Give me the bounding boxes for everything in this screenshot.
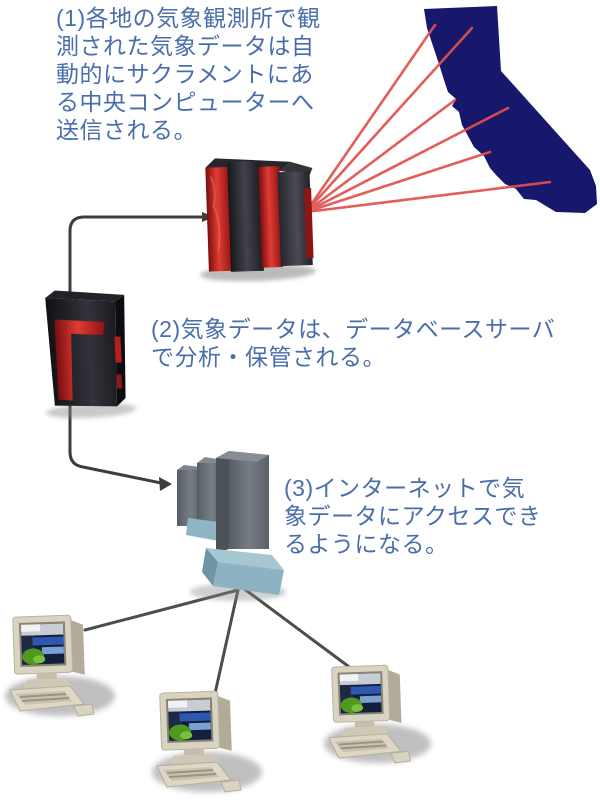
client-computer-3: [324, 665, 431, 763]
step3-line: (3)インターネットで気: [284, 475, 526, 501]
step1-line: 測された気象データは自: [56, 33, 315, 59]
client-computer-2: [152, 691, 262, 792]
step1-line: (1)各地の気象観測所で観: [56, 5, 321, 31]
database-server: [45, 290, 137, 419]
central-computer: [200, 158, 316, 282]
step3-annotation: (3)インターネットで気 象データにアクセスでき るようになる。: [284, 474, 541, 558]
step3-line: 象データにアクセスでき: [284, 503, 542, 529]
internet-access-lines: [83, 586, 358, 700]
step1-line: る中央コンピューターへ: [56, 89, 315, 115]
step1-line: 動的にサクラメントにあ: [56, 61, 314, 87]
step1-annotation: (1)各地の気象観測所で観 測された気象データは自 動的にサクラメントにあ る中…: [56, 4, 321, 144]
step2-annotation: (2)気象データは、データベースサーバ で分析・保管される。: [151, 315, 555, 371]
step2-line: で分析・保管される。: [151, 344, 386, 370]
client-computer-1: [5, 615, 115, 716]
weather-data-transmission-lines: [304, 23, 552, 214]
step1-line: 送信される。: [56, 117, 197, 143]
arrowhead-to-internet-servers: [159, 477, 172, 491]
step2-line: (2)気象データは、データベースサーバ: [151, 316, 556, 342]
california-map: [424, 6, 597, 213]
step3-line: るようになる。: [284, 531, 449, 557]
internet-server-rack: [177, 451, 286, 601]
